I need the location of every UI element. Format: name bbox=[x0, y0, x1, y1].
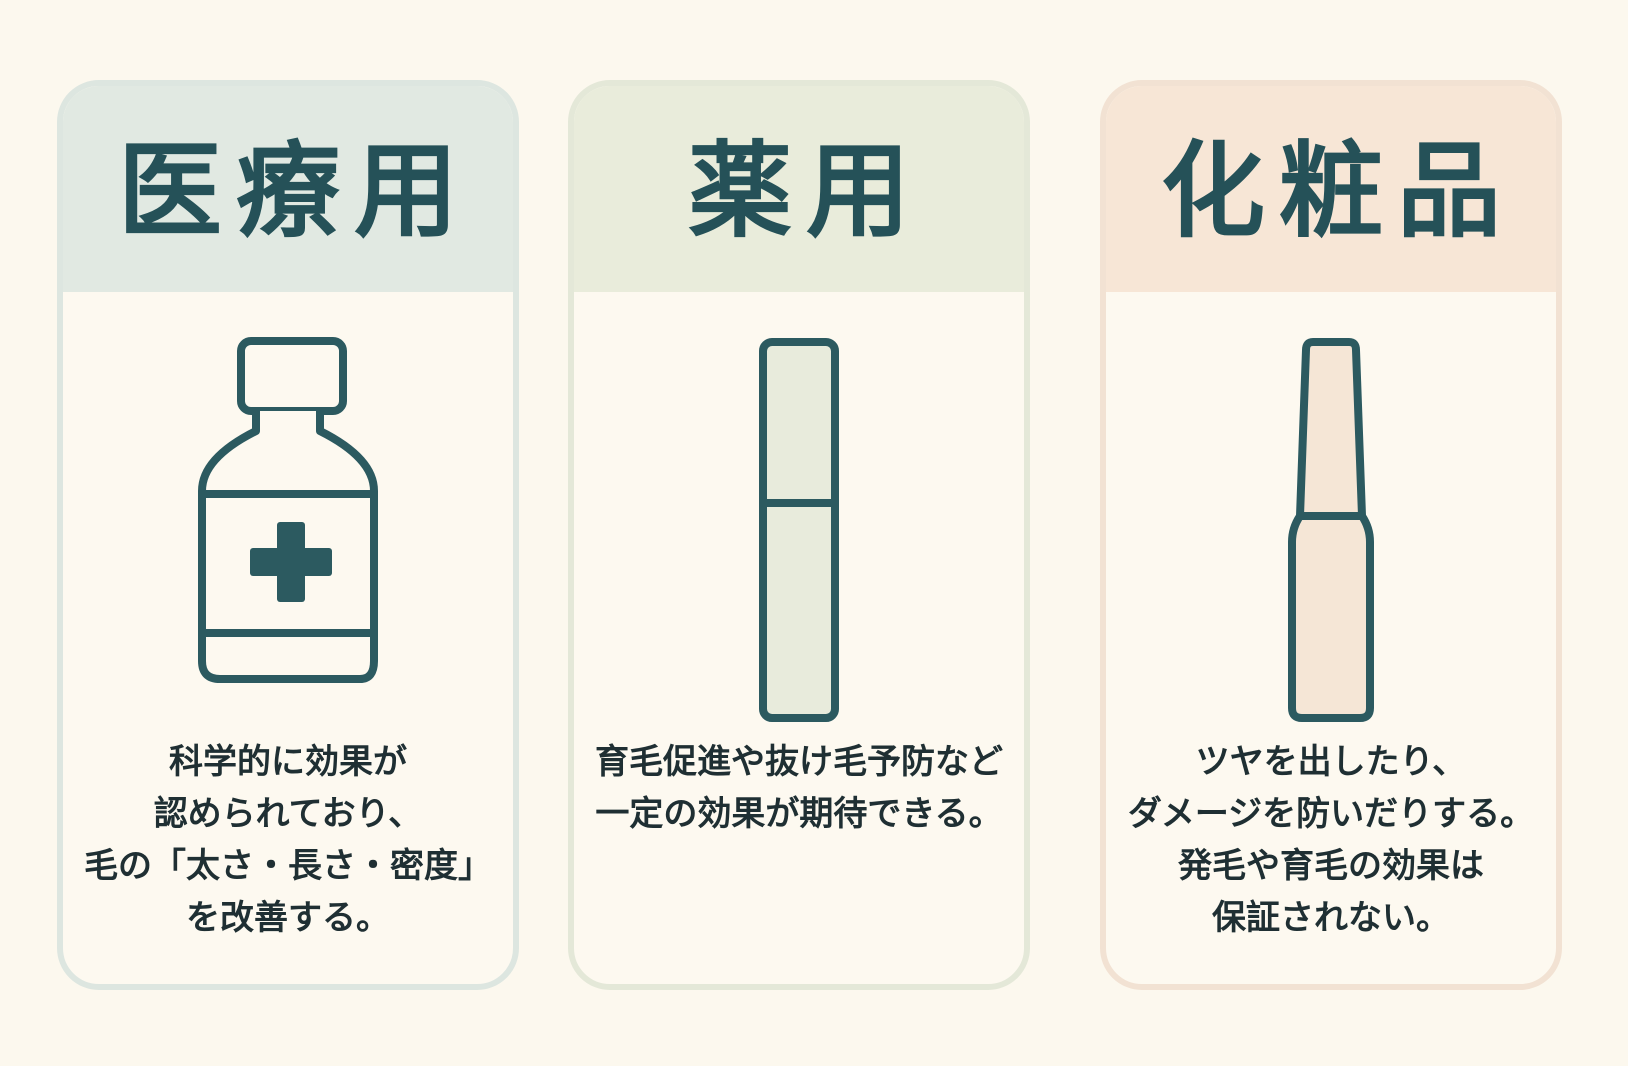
card-header: 医療用 bbox=[63, 86, 513, 292]
desc-line: ツヤを出したり、 bbox=[1195, 742, 1467, 782]
desc-line: 保証されない。 bbox=[1212, 898, 1450, 938]
card-cosmetic: 化粧品 ツヤを出したり、 ダメージを防いだりする。 発毛や育毛の効果は 保証され… bbox=[1100, 80, 1562, 990]
medicine-bottle-icon bbox=[63, 336, 513, 746]
card-title: 薬用 bbox=[687, 130, 924, 252]
desc-line: ダメージを防いだりする。 bbox=[1127, 794, 1535, 834]
card-title: 医療用 bbox=[117, 130, 472, 252]
desc-line: 認められており、 bbox=[153, 794, 423, 834]
card-header: 化粧品 bbox=[1106, 86, 1556, 292]
card-description: 科学的に効果が 認められており、 毛の「太さ・長さ・密度」 を改善する。 bbox=[63, 736, 513, 944]
desc-line: 科学的に効果が bbox=[169, 742, 407, 782]
card-header: 薬用 bbox=[574, 86, 1024, 292]
ampoule-bottle-icon bbox=[1106, 336, 1556, 746]
tube-icon bbox=[574, 336, 1024, 746]
card-quasi-drug: 薬用 育毛促進や抜け毛予防など 一定の効果が期待できる。 bbox=[568, 80, 1030, 990]
card-medical: 医療用 科学的に効果が 認められており、 毛の「太さ・長さ・密度」 を改善する。 bbox=[57, 80, 519, 990]
desc-line: 発毛や育毛の効果は bbox=[1178, 846, 1484, 886]
desc-line: 育毛促進や抜け毛予防など bbox=[595, 742, 1003, 782]
desc-line: 一定の効果が期待できる。 bbox=[595, 794, 1003, 834]
desc-line: 毛の「太さ・長さ・密度」 bbox=[84, 846, 492, 886]
card-title: 化粧品 bbox=[1160, 130, 1515, 252]
card-description: ツヤを出したり、 ダメージを防いだりする。 発毛や育毛の効果は 保証されない。 bbox=[1106, 736, 1556, 944]
card-description: 育毛促進や抜け毛予防など 一定の効果が期待できる。 bbox=[574, 736, 1024, 840]
desc-line: を改善する。 bbox=[186, 898, 390, 938]
